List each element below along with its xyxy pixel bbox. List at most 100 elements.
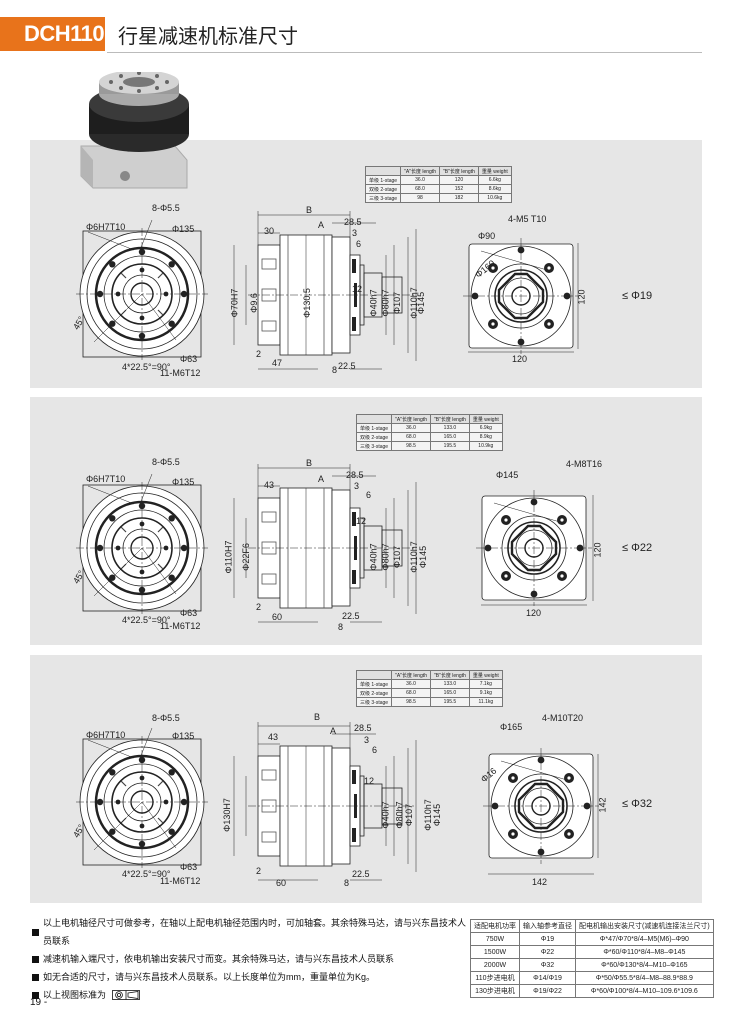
dim-f6: 2 — [256, 866, 262, 876]
spec-stage: 三级 3-stage — [355, 697, 393, 707]
dim-pitch: Φ63 — [180, 608, 198, 618]
page-title: 行星减速机标准尺寸 — [118, 24, 298, 48]
dim-d5: Φ80h7 — [380, 289, 391, 317]
product-code: DCH110 — [0, 17, 105, 51]
note-text: 如无合适的尺寸，请与兴东昌技术人员联系。以上长度单位为mm，重量单位为Kg。 — [43, 972, 376, 982]
dim-tap: 11-M6T12 — [160, 621, 201, 631]
spec-b: 182 — [438, 193, 479, 203]
bullet-icon — [32, 928, 39, 936]
dim-rear-holes: 4-M8T16 — [566, 459, 603, 469]
dim-tap: 11-M6T12 — [160, 876, 201, 886]
dim-f6: 2 — [256, 602, 262, 612]
motor-shaft: Φ22 — [519, 945, 576, 959]
motor-flange: Φ*47/Φ70*8/4–M5(M6)–Φ90 — [575, 932, 714, 946]
dim-rear-pcd: Φ145 — [496, 470, 519, 480]
note-item: 以上视图标准为 — [32, 986, 472, 1004]
projection-symbol-icon — [112, 990, 140, 1000]
dim-d1: Φ70H7 — [229, 288, 240, 318]
spec-b: 195.5 — [429, 441, 470, 451]
dim-rear-pcd: Φ90 — [478, 231, 496, 241]
dim-rear-holes: 4-M10T20 — [542, 713, 584, 723]
note-text: 以上视图标准为 — [43, 990, 107, 1000]
dim-rear-holes: 4-M5 T10 — [508, 214, 547, 224]
dim-angle: 4*22.5°=90° — [122, 615, 171, 625]
dim-pcd: Φ135 — [172, 224, 195, 234]
dim-rear-h: 120 — [576, 289, 587, 305]
dim-bore: Φ6H7T10 — [86, 222, 126, 232]
dim-f2: 43 — [264, 480, 275, 490]
dim-f5: 12 — [352, 284, 363, 294]
dim-f6: 2 — [256, 349, 262, 359]
dim-f3: 3 — [352, 228, 358, 238]
shaft-limit: ≤ Φ32 — [622, 798, 653, 810]
dim-f8: 22.5 — [342, 611, 360, 621]
motor-header: 输入轴参考直径 — [519, 919, 576, 933]
motor-flange: Φ*60/Φ130*8/4–M10–Φ165 — [575, 958, 714, 972]
shaft-limit: ≤ Φ22 — [622, 542, 653, 554]
bullet-icon — [32, 955, 39, 963]
motor-flange: Φ*50/Φ55.5*8/4–M8–88.9*88.9 — [575, 971, 714, 985]
dim-f9: 60 — [272, 612, 283, 622]
dim-d3: Φ130.5 — [301, 288, 312, 318]
dim-bore: Φ6H7T10 — [86, 730, 126, 740]
spec-weight: 10.9kg — [468, 441, 503, 451]
dim-f5: 12 — [364, 776, 375, 786]
dim-f9: 60 — [276, 878, 287, 888]
spec-weight: 11.1kg — [468, 697, 503, 707]
dim-f7: 8 — [332, 365, 338, 375]
motor-flange: Φ*60/Φ110*8/4–M8–Φ145 — [575, 945, 714, 959]
dim-b: B — [306, 458, 313, 468]
dim-f1: 28.5 — [354, 723, 372, 733]
motor-power: 1500W — [470, 945, 520, 959]
dim-d5: Φ80h7 — [394, 801, 405, 829]
motor-shaft: Φ14/Φ19 — [519, 971, 576, 985]
dim-hole: 8-Φ5.5 — [152, 713, 180, 723]
dim-a: A — [318, 220, 325, 230]
dim-f4: 6 — [372, 745, 378, 755]
note-item: 如无合适的尺寸，请与兴东昌技术人员联系。以上长度单位为mm，重量单位为Kg。 — [32, 968, 472, 986]
gearbox-photo — [80, 72, 189, 189]
dim-b: B — [306, 205, 313, 215]
motor-power: 750W — [470, 932, 520, 946]
motor-shaft: Φ19/Φ22 — [519, 984, 576, 998]
dim-d1: Φ110H7 — [223, 540, 234, 574]
dim-hole: 8-Φ5.5 — [152, 457, 180, 467]
dim-d8: Φ145 — [432, 803, 443, 827]
spec-weight: 10.6kg — [477, 193, 512, 203]
dim-f7: 8 — [338, 622, 344, 632]
dim-rear-w: 120 — [526, 608, 542, 618]
spec-stage: 三级 3-stage — [355, 441, 393, 451]
dim-f4: 6 — [356, 239, 362, 249]
spec-stage: 三级 3-stage — [364, 193, 402, 203]
dim-f5: 12 — [356, 516, 367, 526]
dim-pitch: Φ63 — [180, 354, 198, 364]
dim-d8: Φ145 — [416, 291, 427, 315]
dim-pcd: Φ135 — [172, 731, 195, 741]
dim-d5: Φ80h7 — [380, 543, 391, 571]
bullet-icon — [32, 991, 39, 999]
dim-f7: 8 — [344, 878, 350, 888]
bullet-icon — [32, 973, 39, 981]
dim-rear-w: 120 — [512, 354, 528, 364]
dim-pitch: Φ63 — [180, 862, 198, 872]
dim-f1: 28.5 — [346, 470, 364, 480]
dim-d2: Φ9.6 — [248, 293, 259, 313]
note-item: 减速机输入端尺寸，依电机输出安装尺寸而变。其余特殊马达，请与兴东昌技术人员联系 — [32, 950, 472, 968]
dim-d2: Φ22F6 — [240, 543, 251, 571]
dim-d6: Φ107 — [392, 545, 403, 569]
dim-rear-pcd: Φ165 — [500, 722, 523, 732]
dim-rear-w: 142 — [532, 877, 548, 887]
dim-f8: 22.5 — [352, 869, 370, 879]
dim-f2: 30 — [264, 226, 275, 236]
dim-pcd: Φ135 — [172, 477, 195, 487]
dim-angle: 4*22.5°=90° — [122, 869, 171, 879]
page-number: 19 - — [30, 997, 48, 1008]
